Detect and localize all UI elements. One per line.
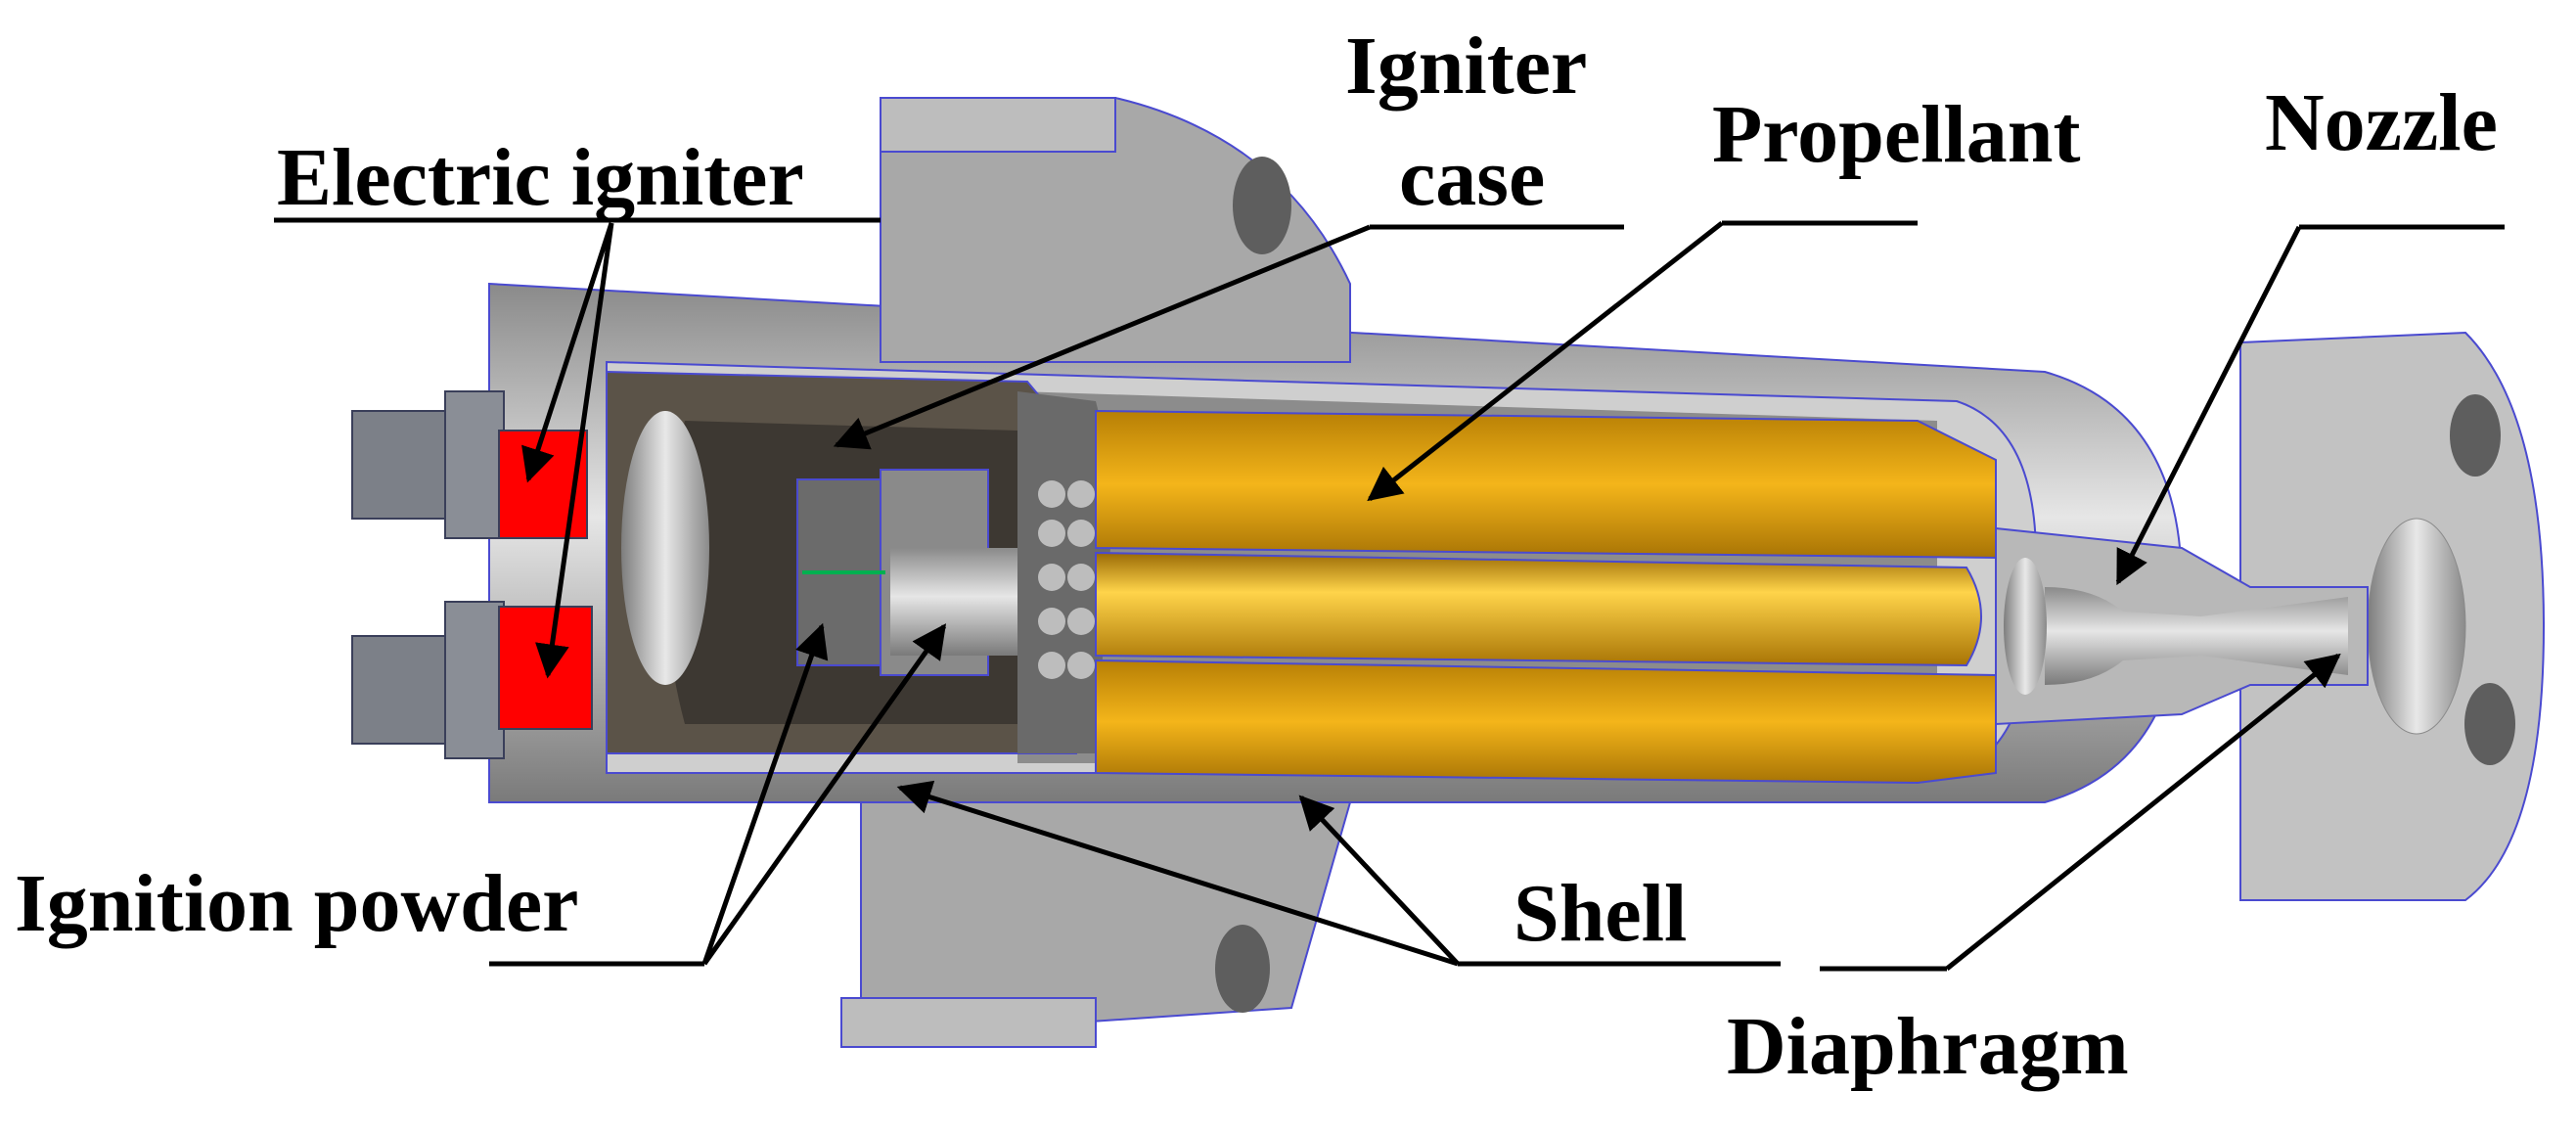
leader-ignition-powder-a — [701, 622, 829, 965]
label-shell: Shell — [1514, 868, 1688, 959]
nozzle-exit-ring — [2367, 518, 2466, 735]
leader-igniter-case — [833, 224, 1371, 450]
electric-igniter-lower — [351, 601, 593, 759]
label-propellant: Propellant — [1712, 89, 2081, 180]
leader-propellant — [1367, 221, 1724, 502]
label-ignition-powder: Ignition powder — [15, 858, 579, 949]
flange-bolt-hole-bottom — [1215, 925, 1270, 1013]
leader-shell-b — [1298, 795, 1460, 966]
motor-body — [351, 96, 2546, 1048]
leader-electric-igniter-lower — [535, 222, 614, 679]
leader-ignition-powder-b — [701, 623, 947, 966]
propellant-core — [1095, 551, 1982, 667]
flange-plate-bottom — [840, 997, 1097, 1048]
leader-nozzle — [2115, 225, 2302, 586]
label-igniter-case-line1: Igniter — [1345, 21, 1588, 112]
electric-igniter-upper — [351, 390, 588, 539]
propellant-upper — [1095, 409, 1997, 560]
igniter-holes — [1038, 480, 1095, 679]
nozzle-flange-hole-bottom — [2464, 683, 2515, 765]
igniter-cylinder — [890, 548, 1037, 656]
label-diaphragm: Diaphragm — [1727, 1001, 2129, 1092]
leader-shell-a — [896, 780, 1459, 967]
leader-electric-igniter-upper — [521, 222, 614, 483]
nozzle-throat — [2045, 587, 2348, 685]
nozzle-flange-hole-top — [2450, 394, 2501, 477]
leader-diaphragm — [1945, 653, 2341, 971]
label-igniter-case-line2: case — [1399, 132, 1546, 223]
label-electric-igniter: Electric igniter — [277, 132, 804, 223]
diaphragm-disc — [2004, 558, 2047, 695]
propellant-lower — [1095, 659, 1997, 785]
label-nozzle: Nozzle — [2265, 77, 2498, 168]
flange-plate-top — [880, 97, 1116, 153]
leader-lines — [274, 217, 2505, 972]
igniter-case-bore — [621, 411, 709, 685]
flange-bolt-hole-top — [1233, 157, 1291, 254]
